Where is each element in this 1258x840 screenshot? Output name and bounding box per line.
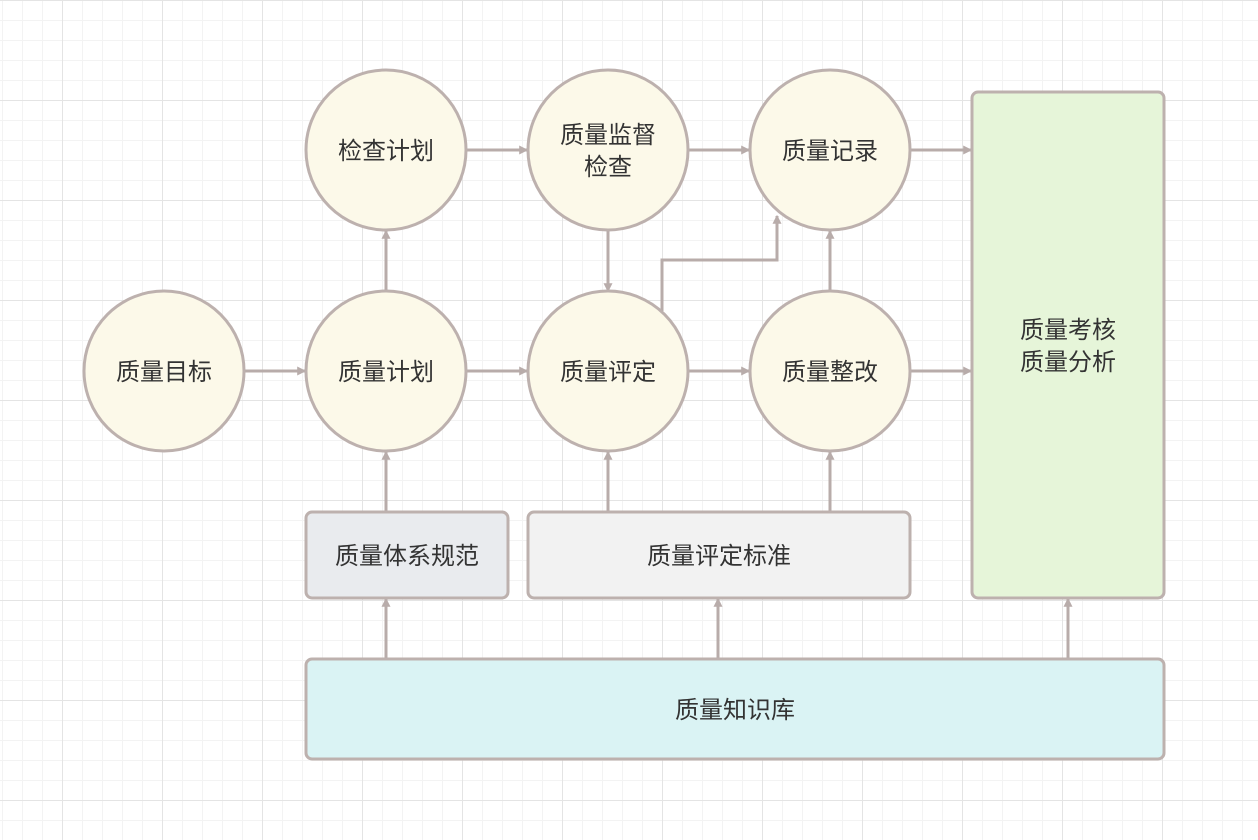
- node-evaluation-standard-box: [526, 510, 912, 600]
- label-quality-evaluation: 质量评定: [560, 358, 656, 386]
- node-quality-evaluation-circle: [526, 289, 690, 453]
- label-knowledge-base: 质量知识库: [675, 696, 795, 724]
- circle-nodes: [82, 68, 912, 453]
- connectors: [244, 145, 1073, 659]
- label-supervision-line1: 质量监督: [560, 121, 656, 149]
- label-inspection-plan: 检查计划: [338, 137, 434, 165]
- label-assessment-line1: 质量考核: [1020, 316, 1116, 344]
- node-quality-record-circle: [748, 68, 912, 232]
- label-quality-goal: 质量目标: [116, 358, 212, 386]
- label-supervision-line2: 检查: [584, 153, 632, 181]
- label-quality-rectification: 质量整改: [782, 358, 878, 386]
- node-quality-assessment-box: [970, 90, 1166, 600]
- node-quality-rectification-circle: [748, 289, 912, 453]
- label-quality-record: 质量记录: [782, 137, 878, 165]
- label-system-standard: 质量体系规范: [335, 542, 479, 570]
- label-assessment-line2: 质量分析: [1020, 348, 1116, 376]
- arrow-evaluation-to-record: [660, 214, 782, 311]
- node-labels: 质量目标 质量计划 质量评定 质量整改 检查计划 质量监督 检查 质量记录 质量…: [116, 121, 1116, 724]
- node-quality-supervision-circle: [526, 68, 690, 232]
- node-quality-plan-circle: [304, 289, 468, 453]
- node-inspection-plan-circle: [304, 68, 468, 232]
- node-quality-goal-circle: [82, 289, 246, 453]
- label-quality-plan: 质量计划: [338, 358, 434, 386]
- node-knowledge-base-box: [304, 657, 1166, 761]
- node-system-standard-box: [304, 510, 510, 600]
- label-evaluation-standard: 质量评定标准: [647, 542, 791, 570]
